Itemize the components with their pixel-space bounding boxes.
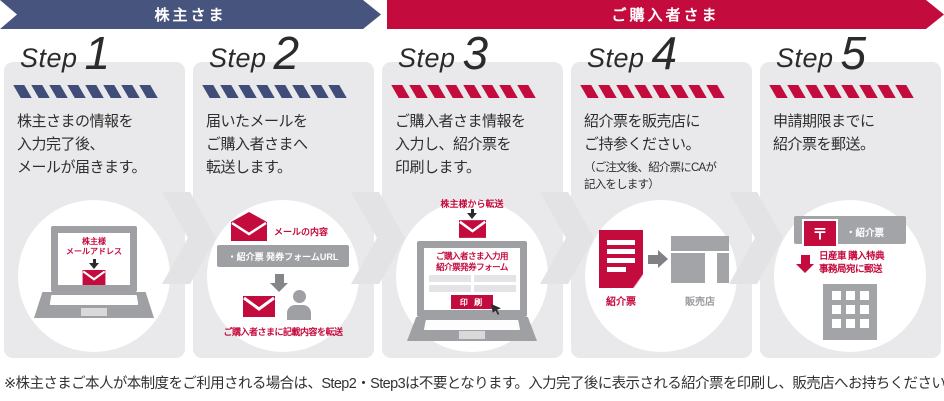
step2-description: 届いたメールを ご購入者さまへ 転送します。 — [206, 113, 308, 176]
banner-purchaser: ご購入者さま — [387, 0, 944, 29]
dealer-store-icon — [671, 236, 729, 283]
form-fields-icon — [428, 275, 516, 293]
step5-illustration: 〒 ・紹介票 日産車 購入特典 事務局宛に郵送 — [774, 200, 926, 352]
mouse-cursor-icon — [491, 303, 502, 316]
banner-purchaser-label: ご購入者さま — [611, 7, 720, 24]
step3-title: Step 3 — [398, 30, 488, 76]
step4-document-label: 紹介票 — [606, 297, 636, 308]
office-building-icon — [823, 284, 877, 340]
step5-number: 5 — [840, 27, 867, 79]
step2-stripes-icon — [202, 85, 347, 98]
step4-illustration: 紹介票 販売店 — [585, 200, 737, 352]
person-icon — [287, 290, 311, 320]
step1-number: 1 — [84, 27, 111, 79]
referral-document-icon — [599, 230, 643, 288]
open-envelope-icon — [231, 212, 267, 241]
step4-number: 4 — [651, 27, 678, 79]
laptop-screen-icon: 株主様 メールアドレス — [51, 226, 137, 292]
footnote: ※株主さまご本人が本制度をご利用される場合は、Step2・Step3は不要となり… — [4, 376, 944, 392]
step1-stripes-icon — [13, 85, 158, 98]
step4-stripes-icon — [580, 85, 725, 98]
banner-shareholder: 株主さま — [0, 0, 381, 29]
step4-prefix: Step — [587, 43, 645, 73]
step5-description: 申請期限までに 紹介票を郵送。 — [773, 113, 875, 153]
step1-title: Step 1 — [20, 30, 110, 76]
step5-mailto-label: 日産車 購入特典 事務局宛に郵送 — [819, 251, 885, 275]
step3-illustration: 株主様から転送 ご購入者さま入力用 紹介票発券フォーム 印 刷 — [396, 199, 548, 352]
step1-prefix: Step — [20, 43, 78, 73]
step4-store-label: 販売店 — [685, 297, 715, 308]
envelope-icon — [82, 269, 106, 285]
envelope-icon — [459, 220, 486, 238]
step3-stripes-icon — [391, 85, 536, 98]
print-button: 印 刷 — [451, 295, 493, 309]
postal-mark-glyph: 〒 — [812, 226, 828, 243]
step5-stripes-icon — [769, 85, 914, 98]
step2-title: Step 2 — [209, 30, 299, 76]
step3-description: ご購入者さま情報を 入力し、紹介票を 印刷します。 — [395, 113, 526, 176]
step3-number: 3 — [462, 27, 489, 79]
step5-title: Step 5 — [776, 30, 866, 76]
step2-forward-caption: ご購入者さまに記載内容を転送 — [223, 327, 343, 337]
step5-enclosure-label: ・紹介票 — [846, 228, 885, 239]
down-arrow-icon — [270, 274, 288, 292]
step2-prefix: Step — [209, 43, 267, 73]
banner-shareholder-label: 株主さま — [154, 7, 227, 24]
right-arrow-icon — [648, 250, 668, 268]
step1-screen-label: 株主様 メールアドレス — [66, 237, 122, 257]
step3-prefix: Step — [398, 43, 456, 73]
step4-description: 紹介票を販売店に ご持参ください。 — [584, 113, 701, 153]
step3-forward-label: 株主様から転送 — [440, 199, 504, 209]
step2-number: 2 — [273, 27, 300, 79]
step3-form-title: ご購入者さま入力用 紹介票発券フォーム — [435, 251, 509, 272]
laptop-screen-icon: ご購入者さま入力用 紹介票発券フォーム 印 刷 — [417, 241, 527, 317]
step1-illustration: 株主様 メールアドレス — [18, 200, 170, 352]
step2-mail-content-label: メールの内容 — [274, 227, 329, 237]
postal-mark-icon: 〒 — [802, 219, 838, 248]
step4-note: （ご注文後、紹介票にCAが 記入をします） — [584, 162, 717, 191]
step2-illustration: メールの内容 ・紹介票 発券フォームURL ご購入者さまに記載内容を転送 — [207, 200, 359, 352]
envelope-icon — [243, 296, 275, 317]
print-button-label: 印 刷 — [459, 297, 485, 307]
step5-prefix: Step — [776, 43, 834, 73]
laptop-base-icon — [407, 317, 537, 341]
down-arrow-icon — [89, 258, 99, 269]
laptop-base-icon — [34, 292, 154, 318]
down-arrow-icon — [796, 255, 814, 273]
step1-description: 株主さまの情報を 入力完了後、 メールが届きます。 — [17, 113, 147, 176]
step4-title: Step 4 — [587, 30, 677, 76]
step2-url-bar: ・紹介票 発券フォームURL — [217, 245, 349, 267]
down-arrow-icon — [467, 209, 477, 219]
